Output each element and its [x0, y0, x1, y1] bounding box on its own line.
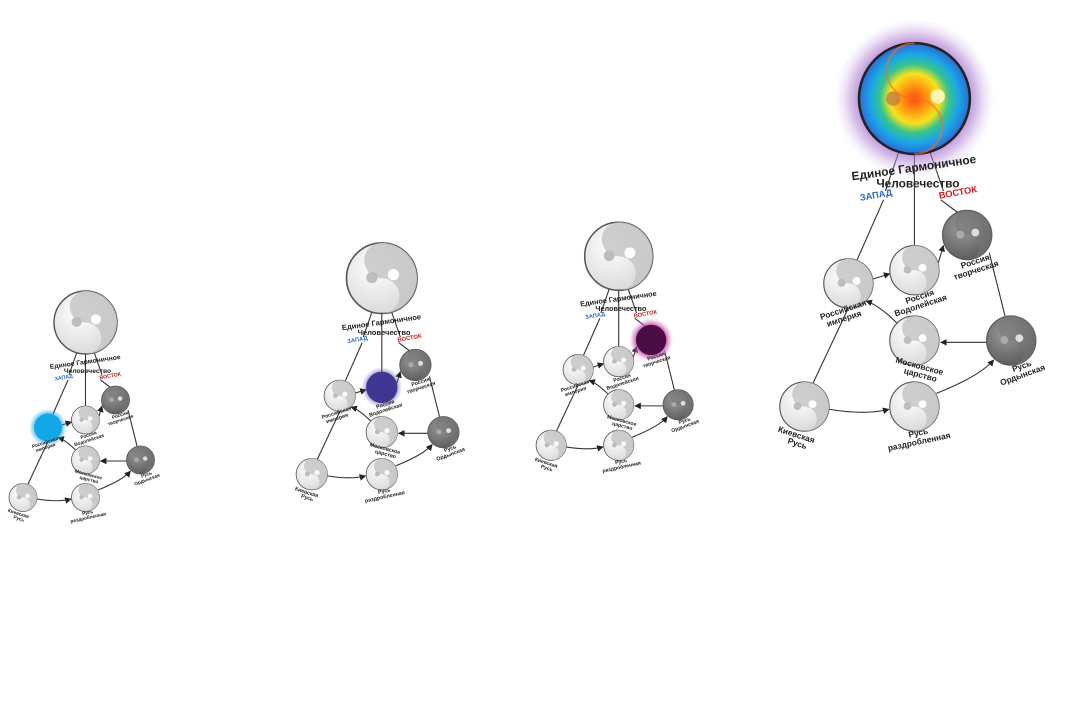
label-creative-1: Россия	[647, 351, 666, 362]
link-empire-kiev	[27, 441, 49, 485]
highlighted-node	[366, 371, 398, 404]
label-creative-1: Россия	[111, 410, 129, 421]
node-horde	[126, 445, 155, 475]
label-moscow-2: царство	[374, 449, 397, 461]
label-west: ЗАПАД	[585, 312, 606, 321]
highlighted-node	[34, 413, 62, 442]
node-frag	[71, 483, 100, 512]
node-kiev	[779, 381, 830, 432]
arrow-empire-aquarius	[593, 362, 605, 369]
label-moscow-2: царство	[611, 421, 633, 432]
node-top	[583, 221, 654, 292]
arrow-fragmented-horde	[395, 444, 433, 467]
link-west-empire	[344, 342, 363, 381]
arrow-fragmented-horde	[936, 359, 995, 394]
node-aqua	[889, 245, 940, 296]
label-fragmented-1: Русь	[907, 426, 928, 440]
node-frag	[603, 429, 635, 461]
node-empire	[823, 258, 874, 309]
link-east-creative	[398, 342, 411, 352]
link-west-empire	[583, 318, 601, 356]
node-aqua	[603, 346, 635, 378]
label-west: ЗАПАД	[859, 187, 893, 203]
link-empire-kiev	[316, 411, 341, 460]
node-kiev	[8, 483, 38, 512]
arrow-fragmented-horde	[97, 470, 131, 491]
node-top	[53, 290, 118, 355]
link-creative-horde	[664, 350, 675, 390]
link-empire-kiev	[556, 384, 579, 431]
node-kiev	[295, 458, 328, 491]
node-frag	[365, 458, 398, 491]
arrow-aquarius-creative	[97, 405, 104, 417]
node-mosc	[889, 315, 940, 366]
label-fragmented-1: Русь	[615, 458, 628, 466]
label-east: ВОСТОК	[633, 310, 658, 320]
label-unity-line2: Человечество	[595, 304, 647, 313]
arrow-kiev-fragmented	[327, 474, 367, 481]
arrow-empire-aquarius	[872, 272, 891, 280]
node-horde	[662, 389, 694, 421]
label-west: ЗАПАД	[54, 373, 74, 382]
node-top	[345, 242, 418, 315]
label-creative-1: Россия	[411, 377, 431, 389]
link-creative-horde	[428, 376, 441, 417]
link-east-creative	[100, 379, 111, 388]
label-aquarius-1: Россия	[80, 430, 98, 441]
arrow-kiev-fragmented	[566, 445, 604, 452]
node-empire	[562, 354, 594, 386]
arrow-aquarius-creative	[937, 244, 945, 264]
arrow-moscow-empire	[588, 379, 609, 395]
label-west: ЗАПАД	[347, 336, 369, 346]
node-mosc	[71, 445, 100, 475]
label-empire-2: империя	[35, 443, 56, 454]
label-kiev-2: Русь	[300, 494, 315, 504]
label-kiev-2: Русь	[13, 514, 26, 523]
highlighted-node	[635, 324, 667, 356]
link-creative-horde	[988, 252, 1006, 317]
link-east-creative	[940, 199, 959, 214]
label-aquarius-1: Россия	[613, 373, 632, 384]
node-empire	[323, 379, 356, 412]
label-unity-line2: Человечество	[358, 328, 411, 337]
link-creative-horde	[127, 409, 138, 447]
node-creat	[941, 209, 993, 261]
node-kiev	[535, 429, 567, 461]
label-unity-line2: Человечество	[64, 368, 111, 375]
node-aqua	[71, 405, 100, 435]
link-west-empire	[52, 379, 69, 415]
label-unity-line2: Человечество	[876, 176, 959, 190]
node-creat	[101, 385, 130, 415]
label-fragmented-1: Русь	[378, 487, 392, 496]
label-east: ВОСТОК	[99, 372, 122, 382]
label-fragmented-1: Русь	[82, 509, 94, 517]
node-horde	[427, 416, 460, 449]
node-mosc	[365, 416, 398, 449]
arrow-fragmented-horde	[631, 416, 668, 438]
arrow-moscow-empire	[865, 299, 898, 324]
node-frag	[889, 381, 940, 432]
label-kiev-2: Русь	[540, 464, 553, 473]
label-aquarius-1: Россия	[376, 399, 396, 411]
label-horde-1: Русь	[443, 444, 458, 454]
node-horde	[985, 315, 1037, 366]
label-east: ВОСТОК	[397, 334, 422, 344]
node-creat	[399, 348, 432, 382]
arrow-kiev-fragmented	[36, 497, 72, 504]
link-empire-kiev	[812, 307, 849, 384]
label-moscow-2: царство	[79, 476, 99, 486]
label-horde-1: Русь	[140, 470, 153, 480]
label-horde-1: Русь	[678, 416, 691, 426]
node-mosc	[603, 389, 635, 421]
arrow-moscow-empire	[350, 405, 371, 422]
link-west-empire	[856, 199, 885, 260]
arrow-kiev-fragmented	[828, 407, 890, 414]
